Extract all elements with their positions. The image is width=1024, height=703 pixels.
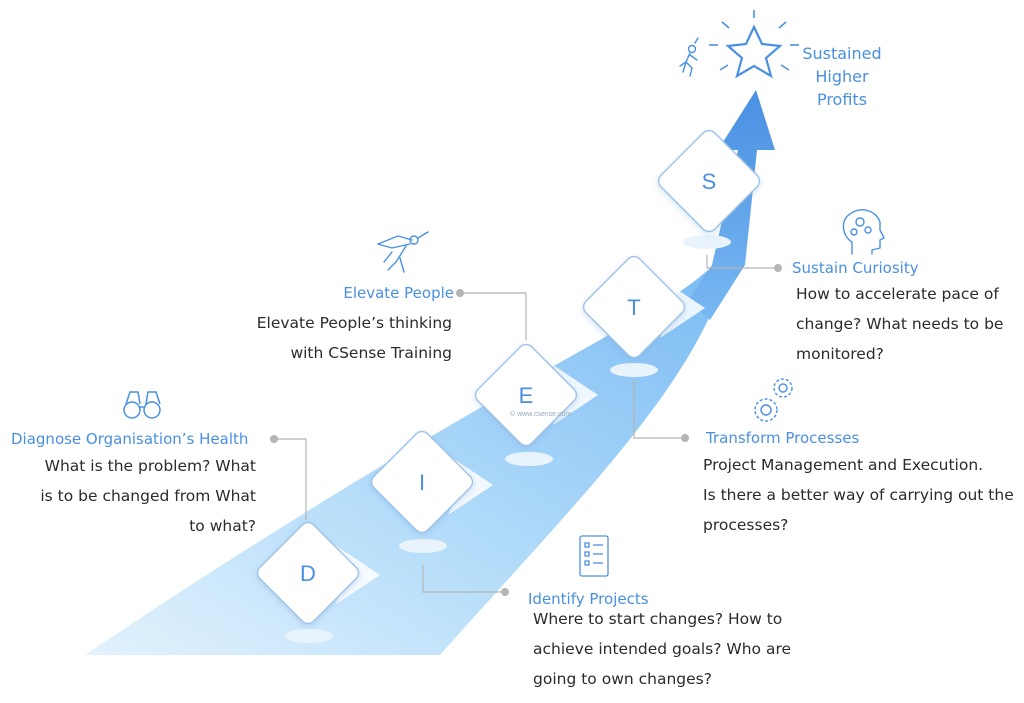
step-description-diagnose: What is the problem? What is to be chang… (20, 451, 256, 541)
platform-e (505, 452, 553, 466)
watermark: © www.csense.com (510, 410, 571, 418)
description-line: Where to start changes? How to (533, 610, 783, 628)
letter-e: E (519, 383, 534, 408)
binoculars-icon (123, 391, 161, 419)
connector-e (460, 292, 527, 340)
step-description-sustain: How to accelerate pace of change? What n… (796, 279, 1018, 369)
description-line: going to own changes? (533, 670, 712, 688)
goal-title-line: Higher (815, 67, 869, 86)
gears-icon (754, 378, 793, 422)
connector-dot-d (270, 435, 278, 443)
letter-i: I (419, 470, 425, 495)
step-description-transform: Project Management and Execution. Is the… (703, 450, 1021, 540)
step-title-transform: Transform Processes (706, 429, 860, 447)
platform-s (683, 235, 731, 249)
checklist-icon (579, 535, 609, 577)
description-line: is to be changed from What (40, 487, 256, 505)
description-line: Elevate People’s thinking (256, 314, 452, 332)
connector-t (633, 380, 685, 439)
diamond-s (657, 129, 761, 233)
letter-d: D (300, 561, 316, 586)
diamond-e (474, 343, 578, 447)
goal-title: Sustained Higher Profits (790, 42, 894, 111)
connector-d (274, 438, 307, 520)
step-title-diagnose: Diagnose Organisation’s Health (11, 430, 249, 448)
description-line: Is there a better way of carrying out th… (703, 486, 1014, 504)
platform-t (610, 363, 658, 377)
step-description-identify: Where to start changes? How to achieve i… (533, 604, 833, 694)
platform-i (399, 539, 447, 553)
head-gears-icon (842, 209, 885, 255)
goal-title-line: Sustained (802, 44, 882, 63)
description-line: with CSense Training (290, 344, 452, 362)
description-line: change? What needs to be (796, 315, 1004, 333)
diamond-t (582, 255, 686, 359)
step-title-elevate: Elevate People (343, 284, 454, 302)
goal-title-line: Profits (816, 90, 868, 109)
letter-s: S (702, 169, 717, 194)
description-line: How to accelerate pace of (796, 285, 999, 303)
diamond-d (256, 521, 360, 625)
description-line: to what? (189, 517, 256, 535)
description-line: monitored? (796, 345, 884, 363)
connector-dot-i (501, 588, 509, 596)
description-line: Project Management and Execution. (703, 456, 984, 474)
platform-d (285, 629, 333, 643)
connector-dot-s (774, 264, 782, 272)
step-description-elevate: Elevate People’s thinking with CSense Tr… (230, 308, 452, 368)
superhero-icon (377, 231, 429, 273)
connector-dot-e (456, 289, 464, 297)
connector-dot-t (681, 434, 689, 442)
step-title-identify: Identify Projects (528, 590, 649, 608)
star-icon (709, 10, 799, 79)
description-line: What is the problem? What (44, 457, 256, 475)
connector-i (422, 565, 505, 593)
description-line: achieve intended goals? Who are (533, 640, 792, 658)
connector-s (706, 255, 778, 269)
letter-t: T (627, 295, 640, 320)
jumping-person-icon (679, 37, 699, 77)
diamond-i (370, 430, 474, 534)
step-title-sustain: Sustain Curiosity (792, 259, 919, 277)
description-line: processes? (703, 516, 789, 534)
